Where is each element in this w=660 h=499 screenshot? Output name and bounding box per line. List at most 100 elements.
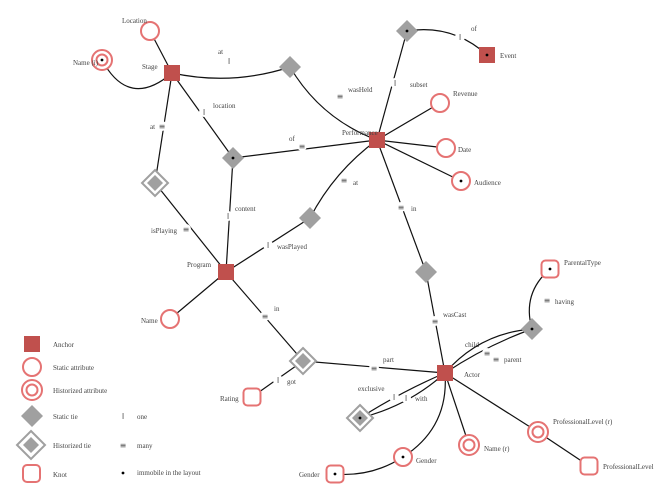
cardinality-one-icon: I xyxy=(227,212,229,221)
cardinality-mark-bg xyxy=(401,393,411,403)
historized-tie-tie_exclusive[interactable] xyxy=(345,403,375,433)
anchor-event[interactable]: Event xyxy=(479,47,516,63)
tie-tie_parent[interactable] xyxy=(521,318,543,340)
cardinality-mark-bg xyxy=(199,107,209,117)
tie-tie_wascast[interactable] xyxy=(415,261,437,283)
tie-tie_content[interactable] xyxy=(222,147,244,169)
edge-performance-tie_wascast: ≡in xyxy=(376,139,427,273)
edge-role-label: of xyxy=(471,25,478,33)
historized-attribute-stage_name[interactable]: Name (i) xyxy=(73,49,113,71)
knot-icon xyxy=(242,387,262,407)
attribute-location[interactable]: Location xyxy=(122,17,160,41)
edge-line xyxy=(376,139,447,149)
legend-many-icon: ≡ xyxy=(120,441,127,450)
historized-attribute-proflevel_attr[interactable]: ProfessionalLevel (r) xyxy=(527,418,613,443)
historized-tie-inner xyxy=(147,175,163,191)
historized-attribute-icon xyxy=(458,434,480,456)
edge-tie_isplaying-program: ≡isPlaying xyxy=(151,182,227,273)
attribute-icon xyxy=(436,138,456,158)
tie-icon xyxy=(279,56,301,78)
tie-icon xyxy=(415,261,437,283)
knot-parentaltype[interactable]: ParentalType xyxy=(540,259,601,279)
cardinality-mark-bg xyxy=(396,202,406,212)
edge-role-label: having xyxy=(555,298,575,306)
node-label: Revenue xyxy=(453,90,478,98)
edge-line xyxy=(169,271,227,320)
node-label: Stage xyxy=(142,63,158,71)
node-label: Actor xyxy=(464,371,481,379)
cardinality-mark-bg xyxy=(369,363,379,373)
attribute-program_name[interactable]: Name xyxy=(141,309,180,329)
edge-actor-tie_parent: ≡child xyxy=(444,328,533,374)
node-label: ParentalType xyxy=(564,259,601,267)
immobile-dot-icon xyxy=(530,327,534,331)
edge-role-label: parent xyxy=(504,356,522,364)
cardinality-one-icon: I xyxy=(459,33,461,42)
cardinality-mark-bg xyxy=(491,354,501,364)
node-label: Performance xyxy=(342,129,378,137)
edge-program-program_name xyxy=(169,271,227,320)
edge-line xyxy=(406,29,488,56)
tie-tie_washeld[interactable] xyxy=(279,56,301,78)
attribute-revenue[interactable]: Revenue xyxy=(430,90,478,113)
cardinality-mark-bg xyxy=(273,375,283,385)
knot-rating[interactable]: Rating xyxy=(220,387,262,407)
immobile-dot-icon xyxy=(231,156,235,160)
historized-tie-tie_isplaying[interactable] xyxy=(140,168,170,198)
edge-actor-tie_parent: ≡ parent xyxy=(444,328,533,374)
immobile-dot-icon xyxy=(401,455,405,459)
attribute-gender_attr[interactable]: Gender xyxy=(393,447,437,467)
legend-one-label: one xyxy=(137,413,147,421)
cardinality-mark-bg xyxy=(223,211,233,221)
node-label: Program xyxy=(187,261,212,269)
immobile-dot-icon xyxy=(485,53,489,57)
cardinality-mark-bg xyxy=(224,56,234,66)
edge-line xyxy=(444,328,533,374)
cardinality-mark-bg xyxy=(339,175,349,185)
legend-historized-attribute-label: Historized attribute xyxy=(53,387,107,395)
historized-tie-tie_part[interactable] xyxy=(288,346,318,376)
knot-gender_knot[interactable]: Gender xyxy=(299,464,345,484)
edge-line xyxy=(334,456,404,476)
cardinality-one-icon: I xyxy=(394,79,396,88)
legend-static-tie-icon xyxy=(21,405,43,427)
historized-attribute-actor_name[interactable]: Name (r) xyxy=(458,434,510,456)
edge-role-label: wasCast xyxy=(443,311,466,319)
edge-role-label: at xyxy=(150,123,155,131)
anchor-performance[interactable]: Performance xyxy=(342,129,385,148)
edge-role-label: at xyxy=(218,48,223,56)
anchor-program[interactable]: Program xyxy=(187,261,234,280)
edge-role-label: content xyxy=(235,205,256,213)
attribute-date[interactable]: Date xyxy=(436,138,471,158)
historized-attribute-inner xyxy=(95,53,109,67)
cardinality-many-icon: ≡ xyxy=(484,349,491,358)
knot-proflevel_knot[interactable]: ProfessionalLevel xyxy=(579,456,654,476)
edge-line xyxy=(444,372,539,433)
cardinality-many-icon: ≡ xyxy=(299,142,306,151)
edge-role-label: of xyxy=(289,135,296,143)
historized-attribute-icon xyxy=(527,421,549,443)
edge-role-label: wasPlayed xyxy=(277,243,307,251)
node-label: ProfessionalLevel (r) xyxy=(553,418,613,426)
anchor-actor[interactable]: Actor xyxy=(437,365,481,381)
anchor-icon xyxy=(369,132,385,148)
edge-role-label: wasHeld xyxy=(348,86,373,94)
attribute-icon xyxy=(140,21,160,41)
node-label: ProfessionalLevel xyxy=(603,463,654,471)
cardinality-mark-bg xyxy=(542,295,552,305)
cardinality-many-icon: ≡ xyxy=(183,225,190,234)
anchor-stage[interactable]: Stage xyxy=(142,63,180,81)
node-label: Event xyxy=(500,52,516,60)
cardinality-mark-bg xyxy=(455,32,465,42)
attribute-audience[interactable]: Audience xyxy=(451,171,501,191)
legend-anchor-label: Anchor xyxy=(53,341,75,349)
tie-tie_wasplayed[interactable] xyxy=(299,207,321,229)
node-label: Rating xyxy=(220,395,239,403)
node-label: Location xyxy=(122,17,147,25)
anchor-icon xyxy=(218,264,234,280)
edge-actor-proflevel_attr xyxy=(444,372,539,433)
edge-role-label: in xyxy=(274,305,280,313)
tie-tie_subset[interactable] xyxy=(396,20,418,42)
